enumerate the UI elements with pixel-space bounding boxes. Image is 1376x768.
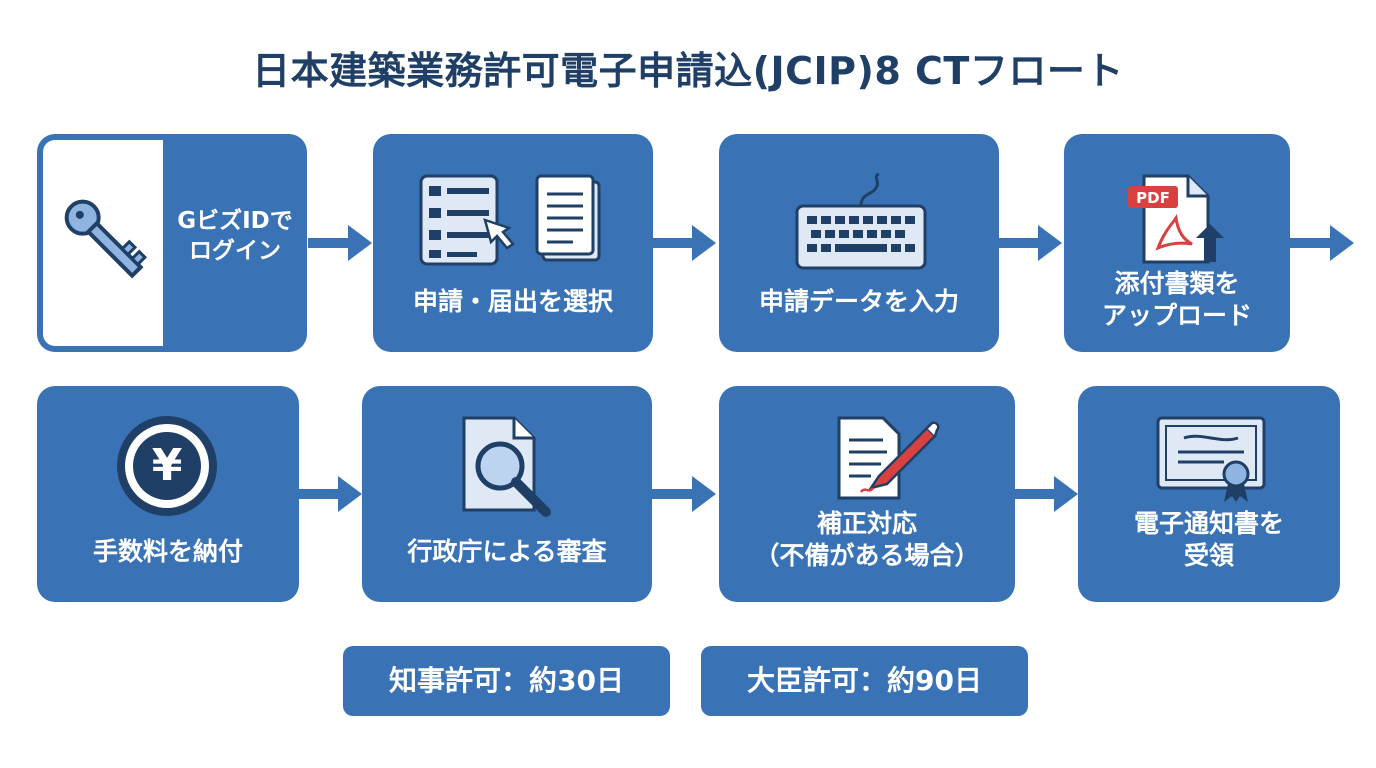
document-pen-icon: [837, 416, 940, 500]
step-label: 電子通知書を 受領: [1133, 509, 1284, 570]
arrow-right-icon: [652, 476, 716, 512]
step-notice-card: 電子通知書を 受領: [1078, 386, 1340, 602]
step-label: 添付書類を アップロード: [1101, 269, 1252, 330]
pdf-text: PDF: [1136, 189, 1170, 207]
step-label: 行政庁による審査: [407, 537, 607, 566]
step-label: 申請・届出を選択: [412, 287, 613, 316]
step-login-card: GビズIDで ログイン: [37, 134, 307, 352]
document-search-icon: [462, 416, 551, 517]
step-input-card: 申請データを入力: [719, 134, 999, 352]
arrow-right-icon: [308, 225, 372, 261]
step-label: GビズIDで ログイン: [177, 208, 293, 264]
minister-permit-duration: 大臣許可：約90日: [701, 646, 1028, 716]
key-icon: [64, 199, 148, 279]
keyboard-icon: [795, 172, 927, 270]
step-label: 補正対応 （不備がある場合）: [754, 509, 980, 570]
step-correction-card: 補正対応 （不備がある場合）: [719, 386, 1015, 602]
pdf-upload-icon: PDF: [1128, 174, 1224, 264]
arrow-right-icon: [1014, 476, 1078, 512]
governor-permit-duration: 知事許可：約30日: [343, 646, 670, 716]
step-upload-card: PDF 添付書類を アップロード: [1064, 134, 1290, 352]
step-label: 申請データを入力: [758, 287, 959, 316]
certificate-icon: [1156, 416, 1266, 502]
arrow-right-icon: [652, 225, 716, 261]
page-title: 日本建築業務許可電子申請込(JCIP)8 CTフロート: [252, 49, 1124, 93]
arrow-right-icon: [298, 476, 362, 512]
yen-symbol: ¥: [133, 432, 201, 500]
arrow-right-icon: [998, 225, 1062, 261]
yen-icon: ¥: [117, 416, 217, 516]
step-label: 手数料を納付: [92, 537, 243, 566]
form-select-icon: [419, 174, 601, 266]
step-select-card: 申請・届出を選択: [373, 134, 653, 352]
step-review-card: 行政庁による審査: [362, 386, 652, 602]
arrow-right-icon: [1290, 225, 1354, 261]
step-payment-card: ¥ 手数料を納付: [37, 386, 299, 602]
